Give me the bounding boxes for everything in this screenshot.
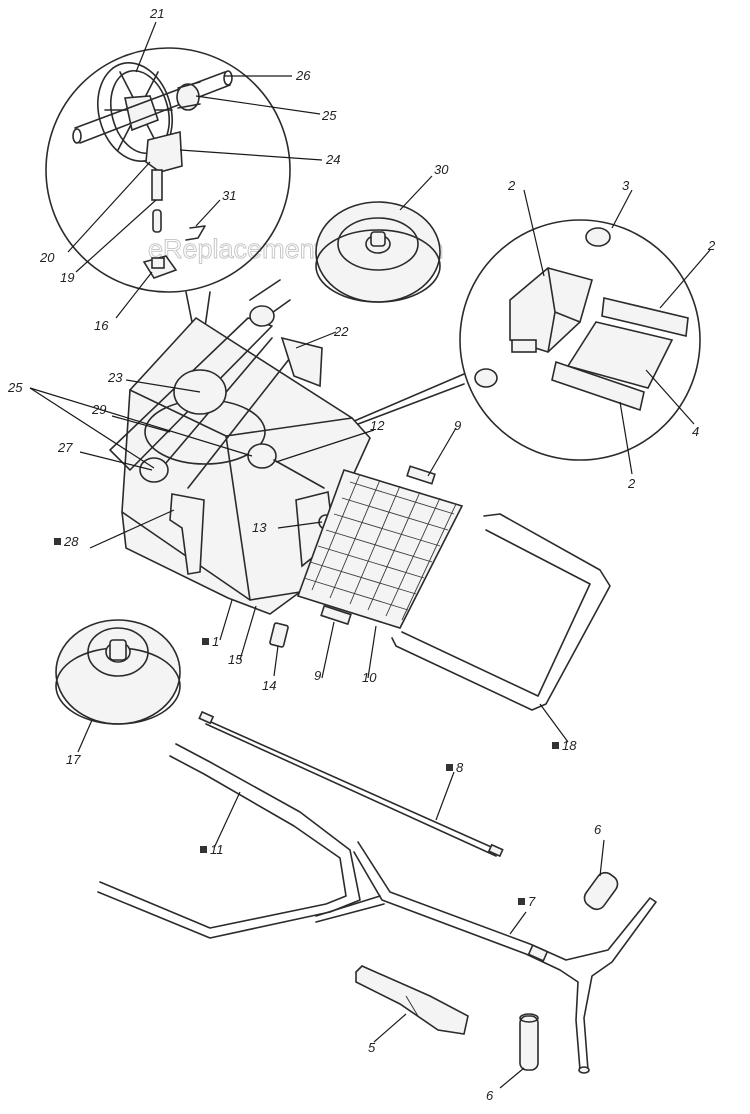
grip-6-bottom [519,1013,539,1071]
grip-6-top [583,871,619,911]
marker-28 [54,538,61,545]
callout-16: 16 [94,318,109,333]
callout-10: 10 [362,670,377,685]
callout-4: 4 [692,424,699,439]
handle-lower-11 [97,743,361,939]
callout-25-detail: 25 [321,108,337,123]
callout-11: 11 [210,842,224,857]
bushing-25-right [247,443,277,469]
callout-27: 27 [57,440,73,455]
screen-grate-10 [296,465,464,629]
callout-26: 26 [295,68,311,83]
bushing-25-detail [176,81,201,111]
lever-5 [355,965,469,1035]
callout-2-top: 2 [507,178,516,193]
callout-24: 24 [325,152,340,167]
deflector-22 [280,336,323,388]
callout-29: 29 [91,402,106,417]
wheel-30 [315,201,441,303]
callout-14: 14 [262,678,276,693]
pin-14 [269,622,289,648]
marker-1 [202,638,209,645]
wheel-17 [55,619,181,725]
knob-lower [474,368,498,388]
gate-plate-4 [566,321,674,389]
callout-1: 1 [212,634,219,649]
marker-7 [518,898,525,905]
clip-31 [185,225,206,241]
callout-2-bottom: 2 [627,476,636,491]
callout-6-bottom: 6 [486,1088,494,1103]
callout-19: 19 [60,270,74,285]
callout-9-top: 9 [454,418,461,433]
callout-labels: 21 26 25 24 30 31 2 3 2 20 19 16 22 23 2… [7,6,716,1103]
detail-circle-gate-assembly [267,219,701,461]
callout-18: 18 [562,738,577,753]
marker-11 [200,846,207,853]
detail-circle-gear-assembly [45,47,291,363]
callout-31: 31 [222,188,236,203]
callout-17: 17 [66,752,81,767]
strap-2-top [601,297,689,337]
shaft-pin-20 [151,169,163,201]
callout-15: 15 [228,652,243,667]
callout-25-main: 25 [7,380,23,395]
leg-bracket-28 [169,493,205,575]
callout-2-right: 2 [707,238,716,253]
callout-30: 30 [434,162,449,177]
rate-bracket-2 [509,267,593,353]
marker-18 [552,742,559,749]
gear-housing-24 [145,130,183,173]
control-rod-8 [198,710,504,858]
pin-19 [152,209,162,233]
callout-20: 20 [39,250,55,265]
callout-8: 8 [456,760,464,775]
callout-28: 28 [63,534,79,549]
callout-22: 22 [333,324,349,339]
callout-5: 5 [368,1040,376,1055]
callout-7: 7 [528,894,536,909]
support-frame-18 [391,513,611,711]
callout-3: 3 [622,178,630,193]
callout-12: 12 [370,418,385,433]
callout-23: 23 [107,370,123,385]
marker-8 [446,764,453,771]
callout-9-bottom: 9 [314,668,321,683]
knob-3 [585,227,611,247]
strap-2-bottom [551,360,645,412]
callout-13: 13 [252,520,267,535]
leader-lines [29,21,711,1089]
callout-6-top: 6 [594,822,602,837]
handle-upper-7 [315,841,657,1074]
callout-21: 21 [149,6,164,21]
